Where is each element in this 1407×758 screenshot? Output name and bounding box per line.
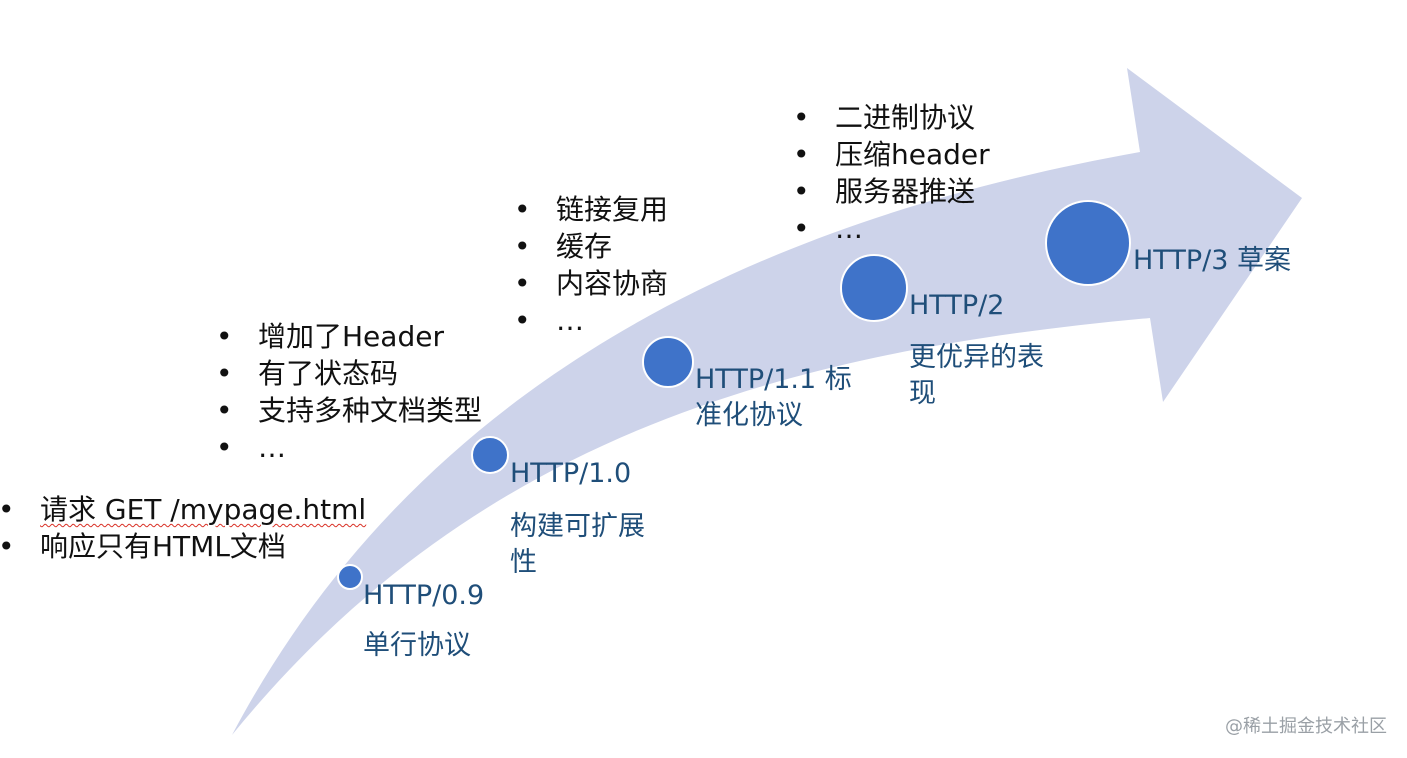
label-http10-description: 构建可扩展 性: [510, 511, 645, 578]
feature-item: …: [514, 302, 668, 339]
feature-item: …: [216, 429, 482, 466]
label-http09-version: HTTP/0.9: [363, 580, 485, 611]
node-http3: [1045, 200, 1131, 286]
feature-item: 缓存: [514, 228, 668, 265]
feature-item: 压缩header: [793, 136, 990, 173]
label-http2-version: HTTP/2: [909, 290, 1005, 321]
timeline-arrow: [232, 68, 1302, 735]
feature-item: 服务器推送: [793, 173, 990, 210]
node-http2: [840, 254, 908, 322]
feature-item: 链接复用: [514, 191, 668, 228]
features-http10: 增加了Header 有了状态码 支持多种文档类型 …: [216, 318, 482, 466]
label-http3-version: HTTP/3 草案: [1133, 245, 1291, 276]
feature-item: …: [793, 210, 990, 247]
watermark: @稀土掘金技术社区: [1225, 716, 1387, 737]
label-http2-description: 更优异的表 现: [909, 342, 1044, 409]
feature-item: 二进制协议: [793, 99, 990, 136]
label-http11-version: HTTP/1.1 标 准化协议: [695, 364, 852, 431]
feature-item: 响应只有HTML文档: [0, 528, 366, 565]
feature-item: 请求 GET /mypage.html: [0, 491, 366, 528]
feature-item: 支持多种文档类型: [216, 392, 482, 429]
feature-item: 增加了Header: [216, 318, 482, 355]
node-http09: [337, 564, 363, 590]
feature-item: 有了状态码: [216, 355, 482, 392]
features-http11: 链接复用 缓存 内容协商 …: [514, 191, 668, 339]
features-http2: 二进制协议 压缩header 服务器推送 …: [793, 99, 990, 247]
features-http09: 请求 GET /mypage.html 响应只有HTML文档: [0, 491, 366, 565]
node-http11: [642, 336, 694, 388]
feature-item: 内容协商: [514, 265, 668, 302]
label-http09-description: 单行协议: [363, 630, 471, 661]
label-http10-version: HTTP/1.0: [510, 458, 632, 489]
